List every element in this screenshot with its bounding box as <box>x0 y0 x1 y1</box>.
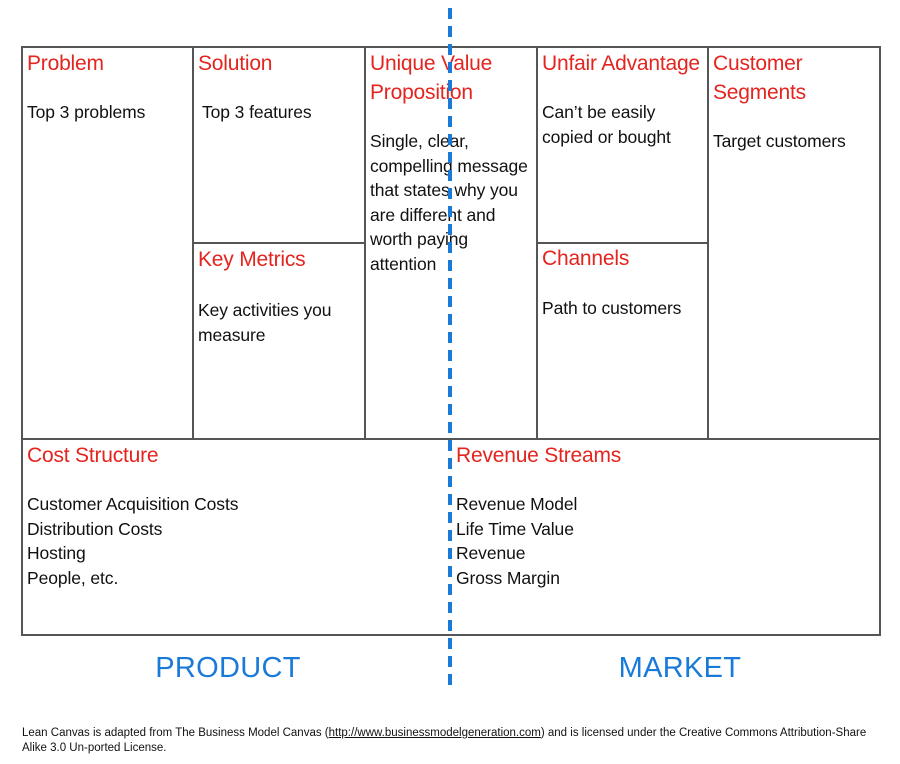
uvp-body: Single, clear, compelling message that s… <box>370 131 528 274</box>
business-model-link[interactable]: http://www.businessmodelgeneration.com <box>328 727 541 739</box>
problem-body: Top 3 problems <box>27 102 146 122</box>
unfair-advantage-body: Can’t be easily copied or bought <box>542 102 671 147</box>
customer-segments-body: Target customers <box>713 131 846 151</box>
customer-segments-block: Customer Segments Target customers <box>713 49 877 154</box>
uvp-title: Unique Value Proposition <box>370 52 493 104</box>
solution-title: Solution <box>198 52 273 75</box>
cost-structure-block: Cost Structure Customer Acquisition Cost… <box>27 441 447 590</box>
license-footer: Lean Canvas is adapted from The Business… <box>22 726 882 756</box>
grid-line <box>536 242 709 244</box>
lean-canvas: Problem Top 3 problems Solution Top 3 fe… <box>21 46 881 636</box>
problem-title: Problem <box>27 52 104 75</box>
uvp-block: Unique Value Proposition Single, clear, … <box>370 49 534 276</box>
key-metrics-body: Key activities you measure <box>198 300 332 345</box>
revenue-streams-title: Revenue Streams <box>456 444 622 467</box>
grid-line <box>192 242 366 244</box>
solution-block: Solution Top 3 features <box>198 49 360 125</box>
revenue-streams-block: Revenue Streams Revenue Model Life Time … <box>456 441 876 590</box>
cost-structure-title: Cost Structure <box>27 444 159 467</box>
channels-block: Channels Path to customers <box>542 244 706 321</box>
revenue-streams-body: Revenue Model Life Time Value Revenue Gr… <box>456 494 578 588</box>
footer-text-before: Lean Canvas is adapted from The Business… <box>22 727 329 739</box>
customer-segments-title: Customer Segments <box>713 52 806 104</box>
product-market-divider <box>448 8 452 688</box>
problem-block: Problem Top 3 problems <box>27 49 189 125</box>
channels-body: Path to customers <box>542 298 682 318</box>
cost-structure-body: Customer Acquisition Costs Distribution … <box>27 494 239 588</box>
product-label: PRODUCT <box>155 652 301 684</box>
key-metrics-title: Key Metrics <box>198 248 306 271</box>
unfair-advantage-title: Unfair Advantage <box>542 52 700 75</box>
solution-body: Top 3 features <box>202 102 312 122</box>
market-label: MARKET <box>618 652 742 684</box>
unfair-advantage-block: Unfair Advantage Can’t be easily copied … <box>542 49 706 149</box>
channels-title: Channels <box>542 247 630 270</box>
footer-text-after: ) and is licensed under the Creative Com… <box>22 727 867 754</box>
key-metrics-block: Key Metrics Key activities you measure <box>198 245 360 347</box>
